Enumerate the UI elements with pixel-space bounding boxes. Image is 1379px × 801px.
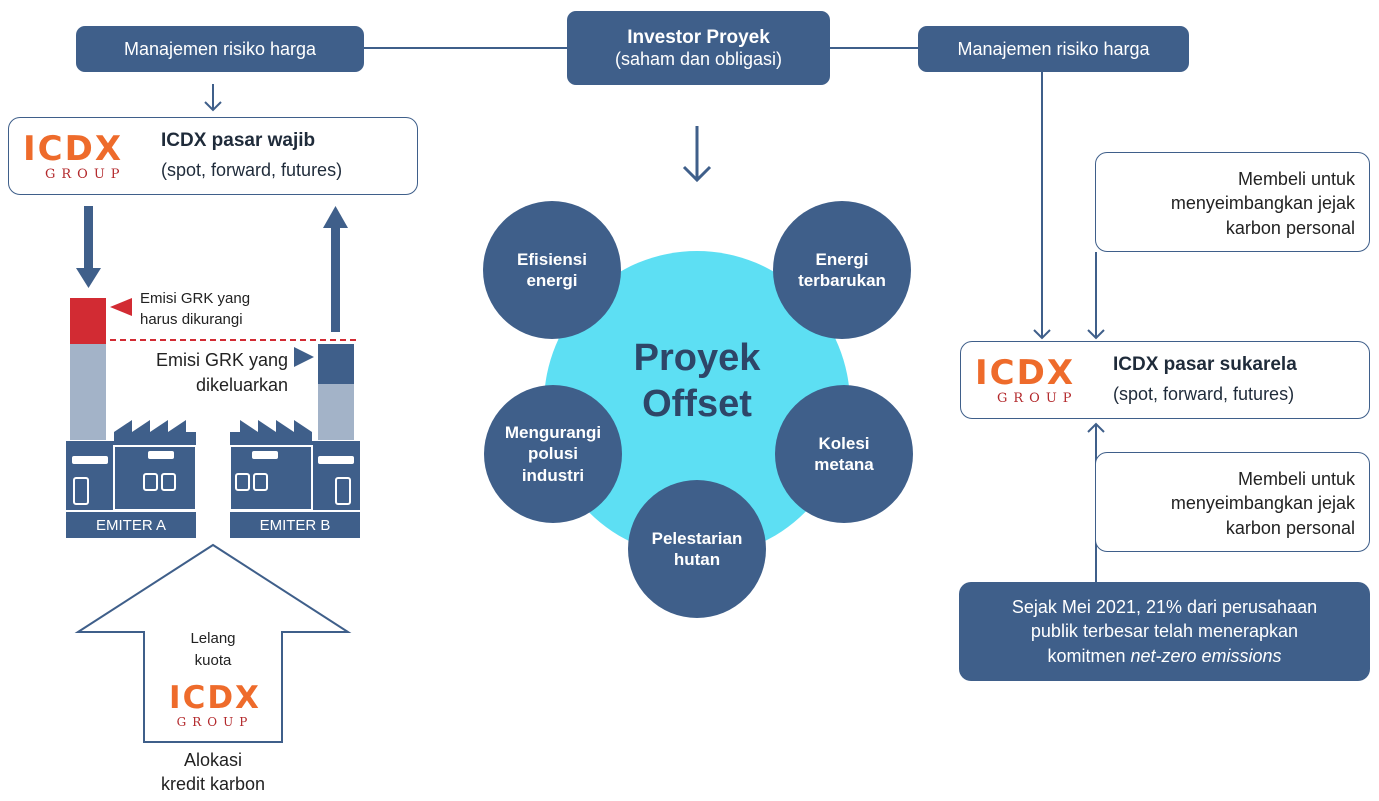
- c1-line2: energi: [526, 271, 578, 290]
- mandatory-market-title: ICDX pasar wajib: [161, 130, 316, 151]
- left-risk-label: Manajemen risiko harga: [123, 38, 317, 59]
- auction-logo-group-text: GROUP: [176, 715, 254, 729]
- left-risk-pill: Manajemen risiko harga: [76, 26, 364, 72]
- auction-line2: kuota: [194, 651, 232, 669]
- reduce-emission-line2: harus dikurangi: [140, 311, 243, 328]
- emitted-emission-line2: dikeluarkan: [195, 374, 288, 395]
- buy-personal-box-bottom: Membeli untuk menyeimbangkan jejak karbo…: [1095, 452, 1370, 552]
- logo-group-text: GROUP: [45, 167, 126, 182]
- buy-personal-text-bottom: Membeli untuk menyeimbangkan jejak karbo…: [1171, 467, 1355, 540]
- red-pointer-icon: [110, 298, 132, 316]
- c4-line2: metana: [814, 455, 874, 474]
- voluntary-market-subtitle: (spot, forward, futures): [1113, 384, 1295, 404]
- icdx-logo: ICDX GROUP: [23, 132, 153, 181]
- auction-icdx-logo: ICDX GROUP: [150, 680, 280, 729]
- voluntary-icdx-logo: ICDX GROUP: [975, 356, 1105, 405]
- factory-b-icon: [229, 420, 360, 511]
- buy1-line3: karbon personal: [1225, 217, 1355, 238]
- buy1-line1: Membeli untuk: [1237, 169, 1355, 189]
- auction-up-arrow-icon: [74, 543, 352, 743]
- logo-wordmark: ICDX: [23, 129, 124, 169]
- emitter-b-label: EMITER B: [230, 512, 360, 538]
- right-risk-pill: Manajemen risiko harga: [918, 26, 1189, 72]
- note-line1: Sejak Mei 2021, 21% dari perusahaan: [1011, 597, 1318, 618]
- emitter-b-text: EMITER B: [259, 516, 331, 534]
- buy2-line1: Membeli untuk: [1237, 469, 1355, 489]
- arrow-right-risk-to-voluntary: [1033, 70, 1051, 340]
- c3-line1: Mengurangi: [504, 423, 602, 443]
- note-line3-prefix: komitmen: [1047, 645, 1131, 666]
- mandatory-market-box: ICDX GROUP ICDX pasar wajib (spot, forwa…: [8, 117, 418, 195]
- reduce-emission-note: Emisi GRK yang harus dikurangi: [140, 288, 250, 330]
- blue-pointer-icon: [294, 347, 314, 367]
- voluntary-market-title: ICDX pasar sukarela: [1113, 354, 1297, 375]
- circle-energy-efficiency: Efisiensi energi: [483, 201, 621, 339]
- arrow-market-to-emitter-a: [76, 206, 101, 288]
- voluntary-market-box: ICDX GROUP ICDX pasar sukarela (spot, fo…: [960, 341, 1370, 419]
- auction-quota-label: Lelang kuota: [150, 628, 276, 672]
- c2-line1: Energi: [815, 249, 869, 269]
- investor-title: Investor Proyek: [627, 26, 770, 48]
- c2-line2: terbarukan: [798, 271, 886, 290]
- arrow-down-left-risk: [204, 84, 222, 112]
- offset-center-line1: Proyek: [633, 337, 761, 379]
- c3-line3: industri: [521, 465, 585, 485]
- emission-bar-a: [70, 344, 106, 440]
- right-risk-label: Manajemen risiko harga: [957, 38, 1150, 59]
- allocation-line1: Alokasi: [183, 750, 243, 770]
- c4-line1: Kolesi: [818, 433, 870, 453]
- c5-line1: Pelestarian: [651, 528, 743, 548]
- buy2-line3: karbon personal: [1225, 517, 1355, 538]
- emitted-emission-line1: Emisi GRK yang: [155, 350, 288, 370]
- emitter-a-label: EMITER A: [66, 512, 196, 538]
- emitted-emission-note: Emisi GRK yang dikeluarkan: [112, 348, 288, 398]
- buy-personal-text-top: Membeli untuk menyeimbangkan jejak karbo…: [1171, 167, 1355, 240]
- factory-a-icon: [66, 420, 197, 511]
- allocation-line2: kredit karbon: [160, 774, 266, 795]
- circle-methane-collection: Kolesi metana: [775, 385, 913, 523]
- investor-subtitle: (saham dan obligasi): [614, 48, 783, 69]
- note-line2: publik terbesar telah menerapkan: [1030, 621, 1299, 642]
- offset-center-line2: Offset: [642, 382, 752, 425]
- note-line3: komitmen net-zero emissions: [1047, 644, 1281, 668]
- mandatory-market-subtitle: (spot, forward, futures): [161, 160, 343, 180]
- arrow-down-investor: [682, 126, 712, 183]
- arrow-emitter-b-to-market: [323, 206, 348, 332]
- arrow-buy1-to-voluntary: [1087, 252, 1105, 340]
- c3-line2: polusi: [527, 444, 579, 464]
- auction-logo-wordmark: ICDX: [169, 680, 261, 716]
- investor-pill: Investor Proyek (saham dan obligasi): [567, 11, 830, 85]
- circle-forest-conservation: Pelestarian hutan: [628, 480, 766, 618]
- c1-line1: Efisiensi: [517, 249, 587, 269]
- buy1-line2: menyeimbangkan jejak: [1170, 193, 1355, 214]
- net-zero-note: Sejak Mei 2021, 21% dari perusahaan publ…: [959, 582, 1370, 681]
- voluntary-logo-wordmark: ICDX: [975, 353, 1076, 393]
- circle-renewable-energy: Energi terbarukan: [773, 201, 911, 339]
- buy2-line2: menyeimbangkan jejak: [1170, 493, 1355, 514]
- emitter-a-text: EMITER A: [95, 516, 166, 534]
- emission-bar-a-excess: [70, 298, 106, 344]
- reduce-emission-line1: Emisi GRK yang: [140, 290, 251, 307]
- c5-line2: hutan: [673, 550, 721, 569]
- auction-line1: Lelang: [190, 630, 236, 647]
- buy-personal-box-top: Membeli untuk menyeimbangkan jejak karbo…: [1095, 152, 1370, 252]
- emission-bar-b: [318, 384, 354, 440]
- allocation-label: Alokasi kredit karbon: [120, 748, 306, 797]
- offset-center-circle: [544, 251, 850, 557]
- voluntary-logo-group-text: GROUP: [997, 391, 1078, 406]
- emission-bar-b-emitted: [318, 344, 354, 384]
- offset-center-title: Proyek Offset: [597, 336, 797, 427]
- note-line3-italic: net-zero emissions: [1130, 645, 1282, 666]
